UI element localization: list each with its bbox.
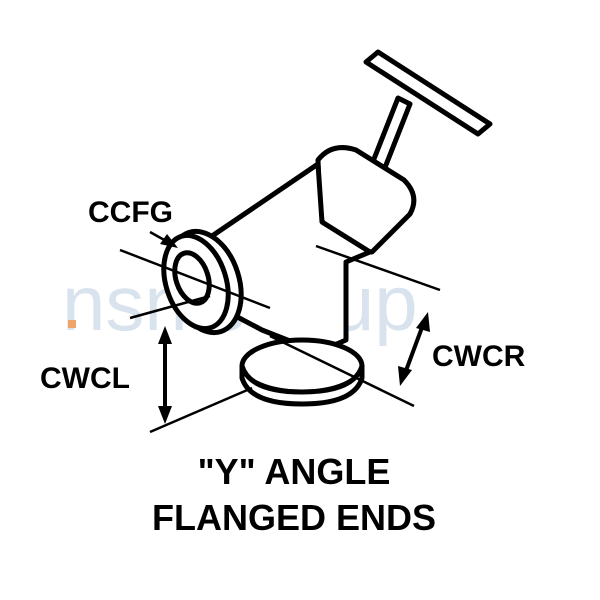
- cwcr-arrow-bottom: [398, 366, 412, 386]
- cwcr-ext-bottom: [269, 334, 415, 408]
- caption-line-2: FLANGED ENDS: [152, 497, 436, 538]
- ccfg-centerline: [119, 248, 271, 310]
- handwheel: [363, 49, 493, 173]
- cwcr-arrow-top: [416, 312, 430, 332]
- label-cwcr: CWCR: [432, 340, 526, 373]
- caption-line-1: "Y" ANGLE: [198, 451, 391, 492]
- label-cwcl: CWCL: [40, 362, 130, 395]
- cwcr-ext-top: [315, 244, 441, 292]
- cwcl-ext-bottom: [149, 386, 253, 434]
- bottom-flange: [239, 337, 365, 407]
- cwcl-ext-top: [129, 294, 211, 320]
- cwcl-arrow-bottom: [158, 406, 172, 424]
- cwcr-dimension-line: [402, 320, 426, 378]
- cwcl-arrow-top: [158, 326, 172, 344]
- watermark-dot: [68, 320, 76, 328]
- valve-body: [209, 161, 373, 355]
- label-ccfg: CCFG: [88, 196, 173, 229]
- ccfg-arrow: [160, 234, 178, 248]
